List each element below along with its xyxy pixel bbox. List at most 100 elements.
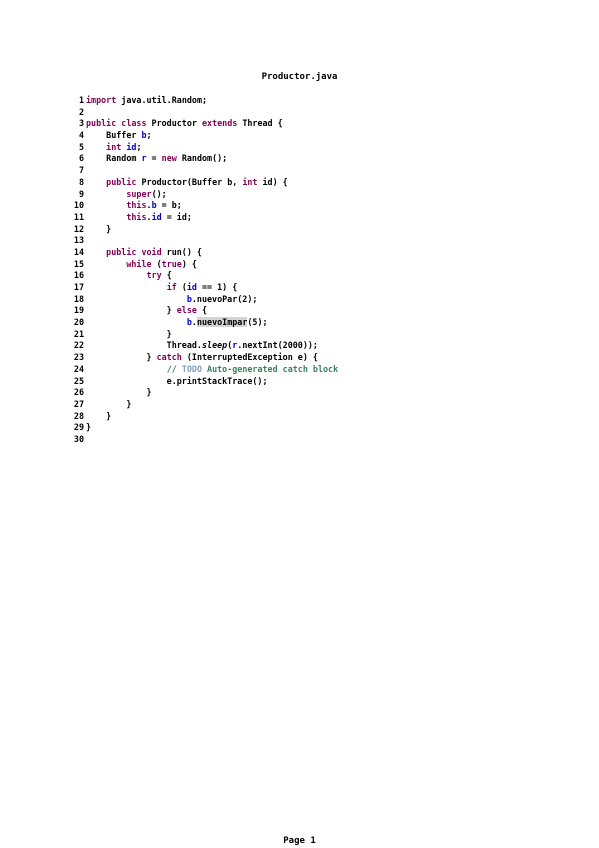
code-token: Random(); (176, 153, 228, 164)
code-token: Thread. (86, 340, 202, 351)
code-token: } (86, 410, 112, 421)
code-text (84, 235, 86, 247)
code-token: e.printStackTrace(); (86, 375, 268, 386)
code-text: public void run() { (84, 247, 202, 259)
code-text: // TODO Auto-generated catch block (84, 364, 338, 376)
code-token: (5); (247, 317, 268, 328)
line-number: 18 (73, 293, 84, 304)
line-number: 9 (78, 188, 84, 199)
code-token: else (176, 305, 197, 316)
line-number: 25 (73, 375, 84, 386)
line-number: 20 (73, 317, 84, 328)
code-token: { (196, 305, 208, 316)
code-token: new (161, 153, 177, 164)
code-line: 21 } (70, 329, 530, 341)
code-token: = (146, 153, 162, 164)
code-token: int (242, 176, 258, 187)
code-token: // (166, 363, 182, 374)
code-token: public void (106, 246, 162, 257)
code-token (86, 200, 126, 210)
code-token: extends (201, 118, 238, 129)
code-token: this (126, 200, 147, 211)
code-token (86, 189, 126, 199)
line-number: 2 (78, 106, 84, 117)
code-token (86, 259, 126, 269)
line-number: 13 (73, 235, 84, 246)
code-token (86, 294, 187, 304)
line-number: 8 (78, 176, 84, 187)
code-line: 10 this.b = b; (70, 200, 530, 212)
code-token: id (126, 141, 137, 152)
code-line: 4 Buffer b; (70, 130, 530, 142)
code-line: 24 // TODO Auto-generated catch block (70, 364, 530, 376)
code-token (86, 142, 106, 152)
code-token (86, 364, 167, 374)
code-token (86, 177, 106, 187)
code-token: Productor (146, 118, 202, 129)
line-number: 29 (73, 422, 84, 433)
code-token (86, 212, 126, 222)
code-token: ) { (181, 258, 197, 269)
code-text: e.printStackTrace(); (84, 376, 268, 388)
line-number: 7 (78, 165, 84, 176)
code-line: 20 b.nuevoImpar(5); (70, 317, 530, 329)
code-line: 28 } (70, 411, 530, 423)
line-number: 15 (73, 258, 84, 269)
code-token: } (86, 398, 132, 409)
code-line: 14 public void run() { (70, 247, 530, 259)
code-token: . (146, 200, 152, 211)
line-number: 17 (73, 282, 84, 292)
code-token: id (151, 211, 162, 222)
code-line: 19 } else { (70, 305, 530, 317)
code-token: .nextInt(2000)); (237, 340, 318, 351)
code-text: } catch (InterruptedException e) { (84, 352, 318, 364)
code-token: Productor(Buffer b, (136, 176, 243, 187)
code-text: } (84, 329, 172, 341)
code-token: if (166, 282, 177, 292)
line-number: 22 (73, 340, 84, 351)
line-number: 5 (78, 141, 84, 152)
code-token: b (141, 130, 147, 141)
code-token: java.util.Random; (116, 95, 208, 105)
code-token: nuevoImpar (196, 317, 248, 328)
code-token: b (186, 317, 192, 328)
code-token: (InterruptedException e) { (181, 352, 318, 363)
code-line: 25 e.printStackTrace(); (70, 376, 530, 388)
code-token: ( (227, 340, 233, 351)
code-token (86, 247, 106, 257)
code-line: 29} (70, 422, 530, 434)
code-token: } (86, 223, 112, 234)
code-token: Auto-generated catch block (202, 363, 339, 374)
code-text: Random r = new Random(); (84, 153, 227, 165)
code-text: super(); (84, 188, 167, 201)
code-token (86, 317, 187, 327)
page-title: Productor.java (261, 72, 338, 82)
code-text: try { (84, 270, 172, 282)
code-text: } (84, 387, 152, 399)
code-text: if (id == 1) { (84, 282, 238, 294)
code-token: } (86, 387, 152, 398)
code-token: . (191, 317, 197, 328)
code-token: this (126, 211, 147, 222)
code-token: } (86, 352, 157, 363)
code-token: true (161, 258, 182, 269)
code-token: ; (136, 141, 142, 152)
code-token: ( (151, 258, 162, 269)
code-token: try (146, 270, 162, 281)
code-line: 11 this.id = id; (70, 212, 530, 224)
code-line: 30 (70, 434, 530, 446)
code-text: } else { (84, 305, 207, 317)
line-number: 19 (73, 305, 84, 316)
code-line: 27 } (70, 399, 530, 411)
code-token: run() { (161, 246, 202, 257)
code-text: } (84, 422, 91, 434)
code-token: (); (151, 188, 167, 199)
code-token: ; (146, 130, 152, 141)
code-line: 12 } (70, 224, 530, 236)
code-text: import java.util.Random; (84, 95, 207, 107)
code-token: } (86, 422, 92, 433)
line-number: 24 (73, 363, 84, 374)
line-number: 6 (78, 153, 84, 164)
